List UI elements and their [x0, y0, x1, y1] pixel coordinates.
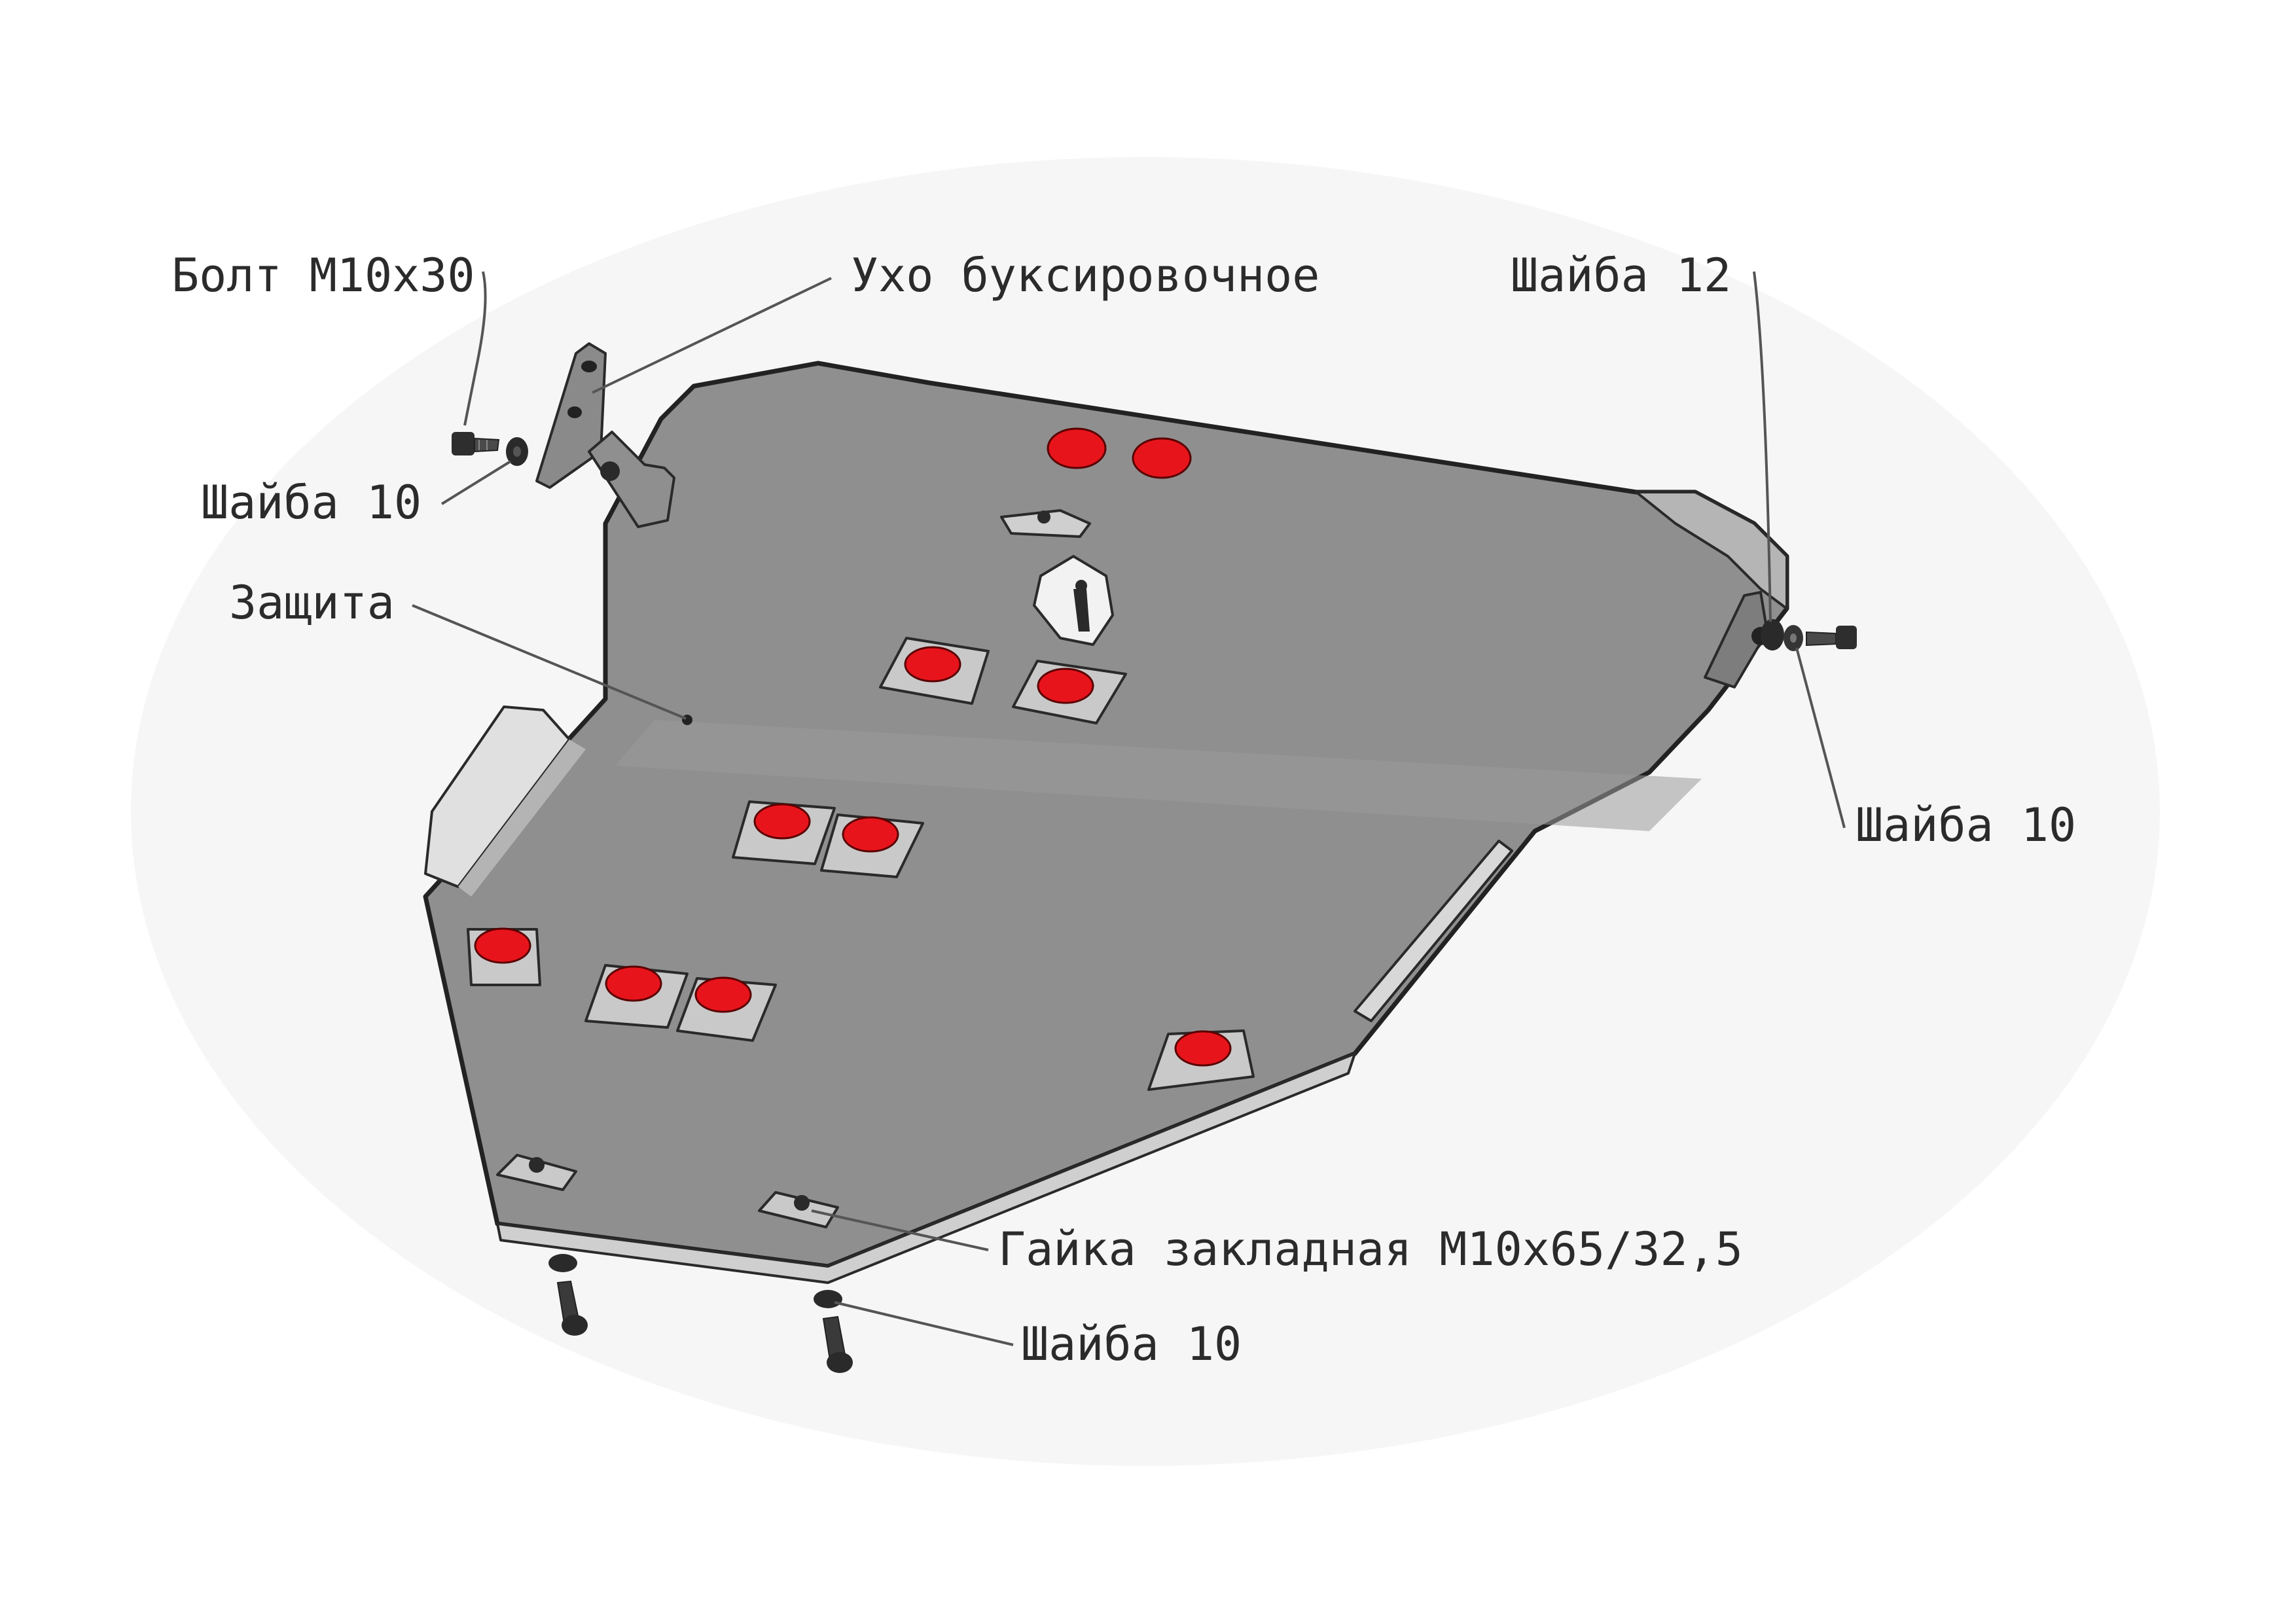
- leader-guard: [412, 604, 687, 720]
- bolt-right: [1806, 626, 1857, 649]
- right-flange: [1354, 840, 1513, 1022]
- leader-washer-10-bottom: [834, 1301, 1014, 1346]
- leader-washer-12: [1753, 271, 1772, 622]
- leader-washer-10-left: [440, 460, 512, 505]
- washer-10-right: [1784, 625, 1803, 651]
- top-clip: [1000, 509, 1091, 538]
- pad: [584, 964, 689, 1029]
- label-embedded-nut: Гайка закладная M10x65/32,5: [998, 1222, 1743, 1276]
- bolt-bottom-left: [556, 1280, 588, 1336]
- bolt-m10x30: [452, 432, 500, 455]
- label-guard: Защита: [229, 576, 395, 630]
- leader-tow-eye: [592, 277, 832, 394]
- pad: [1012, 660, 1127, 724]
- pad: [467, 927, 541, 986]
- plug: [1132, 437, 1192, 479]
- bolt-bottom-right: [822, 1315, 853, 1373]
- pad: [676, 976, 777, 1042]
- label-washer-10-left: Шайба 10: [201, 476, 422, 529]
- label-washer-10-bottom: Шайба 10: [1021, 1317, 1242, 1371]
- pad: [820, 813, 924, 878]
- embedded-nut-clip-right: [758, 1191, 839, 1228]
- callout-labels: Болт M10x30 Ухо буксировочное Шайба 12 Ш…: [171, 249, 2076, 1371]
- plug: [1047, 427, 1107, 469]
- leader-bolt: [463, 271, 487, 426]
- washer-10-bottom-right: [814, 1290, 842, 1308]
- label-washer-12: Шайба 12: [1511, 249, 1731, 302]
- label-tow-eye: Ухо буксировочное: [851, 249, 1319, 302]
- leader-embedded-nut: [811, 1209, 989, 1251]
- leader-washer-10-right: [1795, 647, 1846, 829]
- pad: [879, 637, 990, 705]
- tow-eye-bracket: [588, 431, 675, 528]
- access-hatch: [1033, 555, 1114, 646]
- pad: [1147, 1029, 1255, 1091]
- label-bolt-m10x30: Болт M10x30: [171, 249, 475, 302]
- washer-12-right: [1761, 619, 1784, 651]
- left-flange: [424, 705, 586, 897]
- pad: [732, 800, 836, 865]
- embedded-nut-clip-left: [496, 1154, 577, 1191]
- label-washer-10-right: Шайба 10: [1856, 798, 2076, 852]
- leader-lines: [412, 271, 1846, 1346]
- washer-10-top-left: [506, 437, 528, 466]
- washer-10-bottom-left: [548, 1254, 577, 1272]
